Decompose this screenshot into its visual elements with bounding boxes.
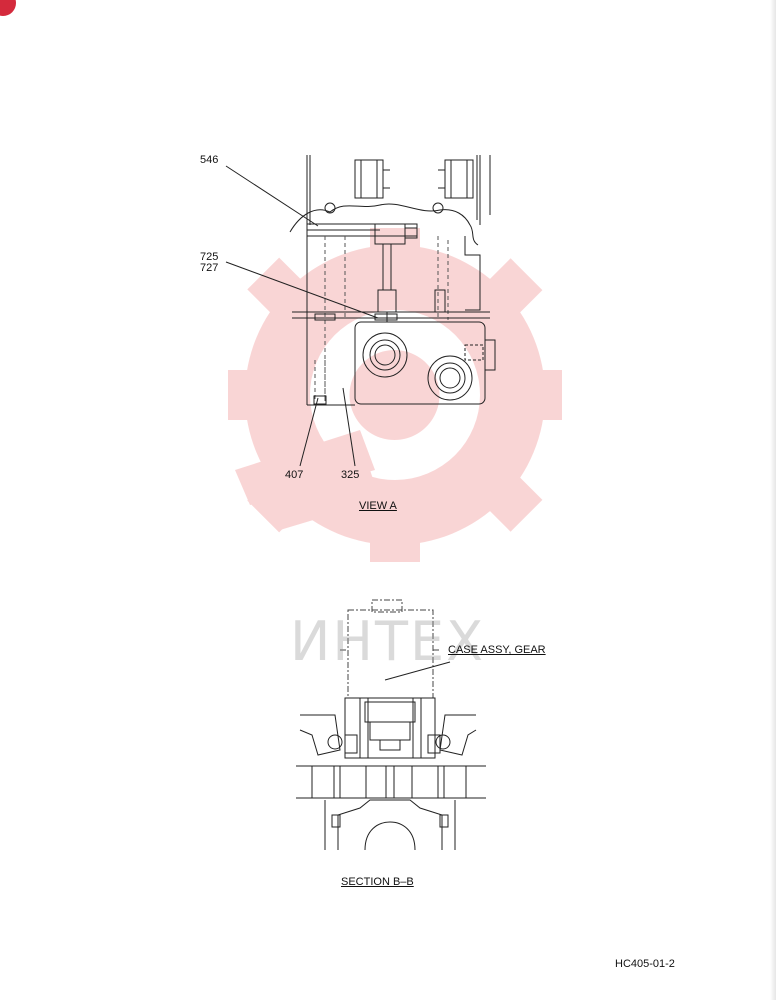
view-a-drawing	[225, 155, 496, 467]
section-bb-caption: SECTION B–B	[341, 876, 414, 888]
section-bb-drawing	[296, 599, 486, 851]
callout-407: 407	[285, 469, 304, 481]
callout-546: 546	[200, 154, 219, 166]
watermark-text: ИНТЕХ	[290, 610, 486, 673]
view-a-caption: VIEW A	[359, 500, 397, 512]
callout-727: 727	[200, 262, 219, 274]
page-edge-shadow	[770, 0, 776, 1000]
callout-725: 725	[200, 251, 219, 263]
callout-325: 325	[341, 469, 360, 481]
document-code: HC405-01-2	[615, 958, 675, 970]
callout-case-assy-gear: CASE ASSY, GEAR	[448, 644, 546, 656]
corner-badge	[0, 0, 16, 16]
